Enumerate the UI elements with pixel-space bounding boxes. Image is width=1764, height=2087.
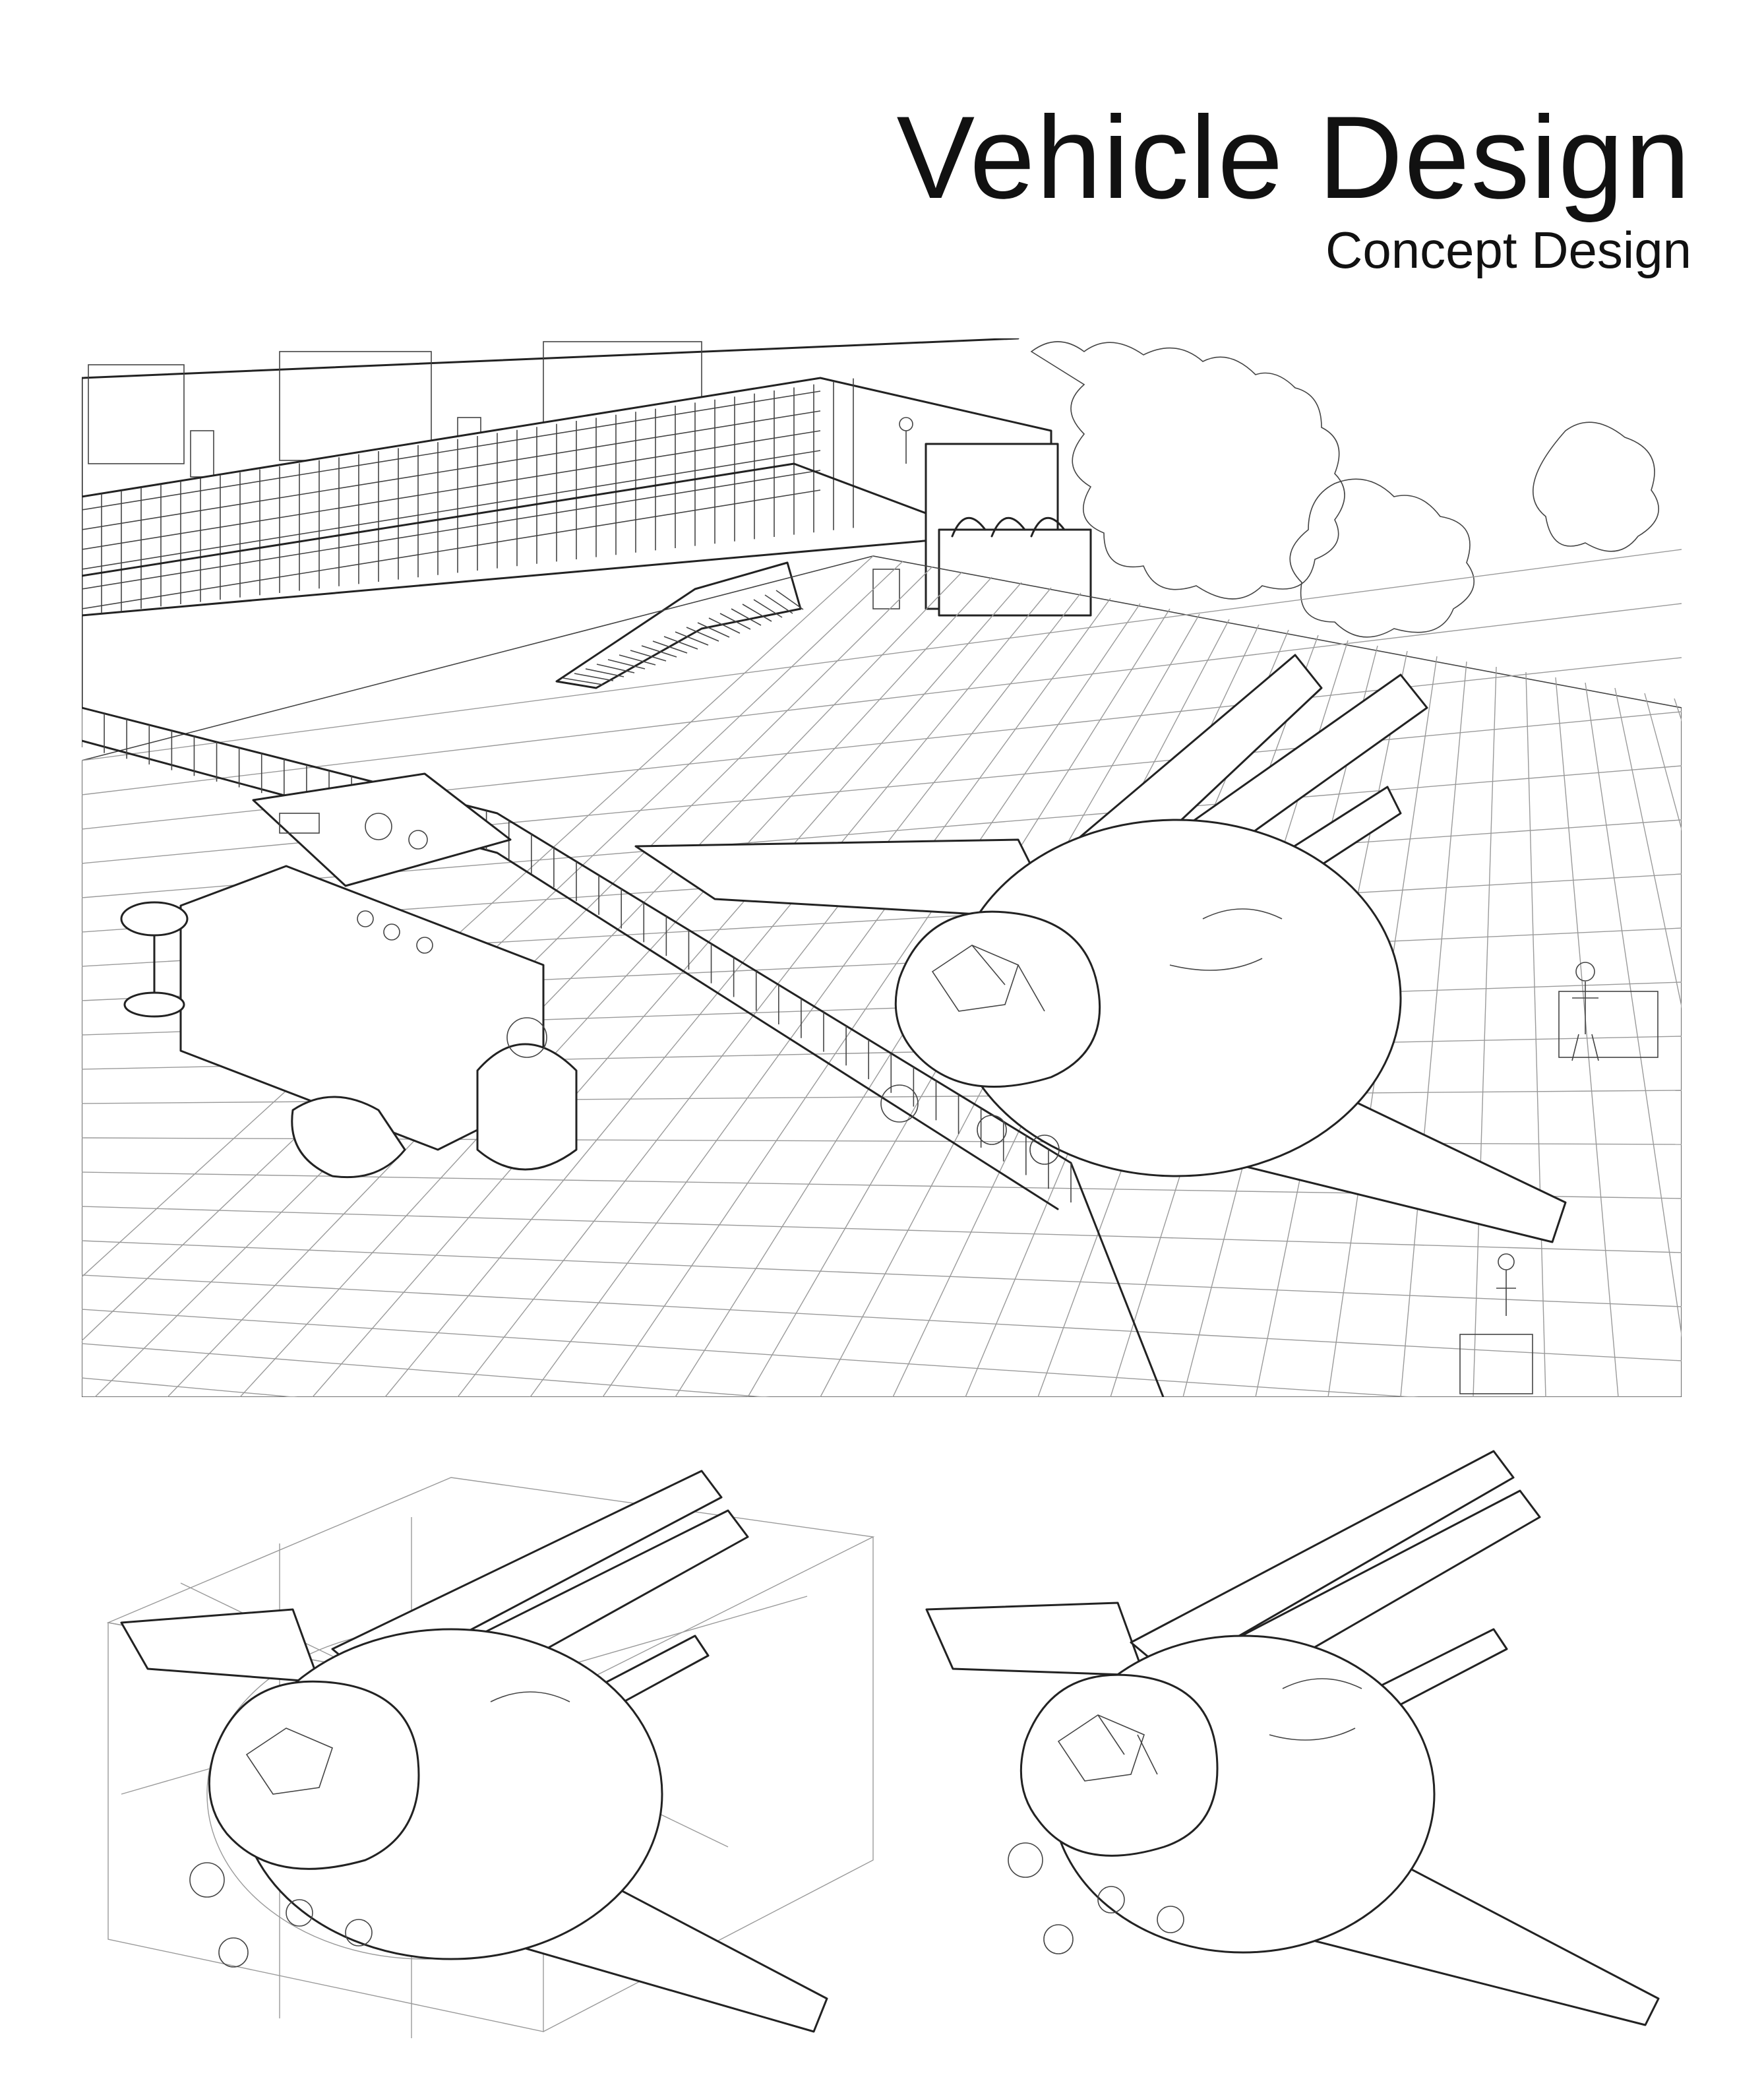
- vehicle-construction-sketch: [82, 1425, 913, 2058]
- spacecraft-clean: [925, 1450, 1660, 2026]
- spacecraft-sketch: [120, 1470, 828, 2033]
- floor-equipment: [291, 1017, 578, 1179]
- hangar-scene-illustration: [82, 338, 1682, 1397]
- control-console: [120, 772, 545, 1151]
- spacecraft-main: [634, 654, 1567, 1243]
- page-subtitle: Concept Design: [1325, 221, 1691, 279]
- staircase: [555, 561, 804, 689]
- mezzanine-platform: [82, 377, 1059, 617]
- trees: [1030, 341, 1659, 638]
- robot-arms: [938, 516, 1092, 617]
- page-title: Vehicle Design: [896, 92, 1691, 223]
- worker-figures: [899, 417, 1658, 1394]
- vehicle-clean-lineart: [913, 1425, 1705, 2058]
